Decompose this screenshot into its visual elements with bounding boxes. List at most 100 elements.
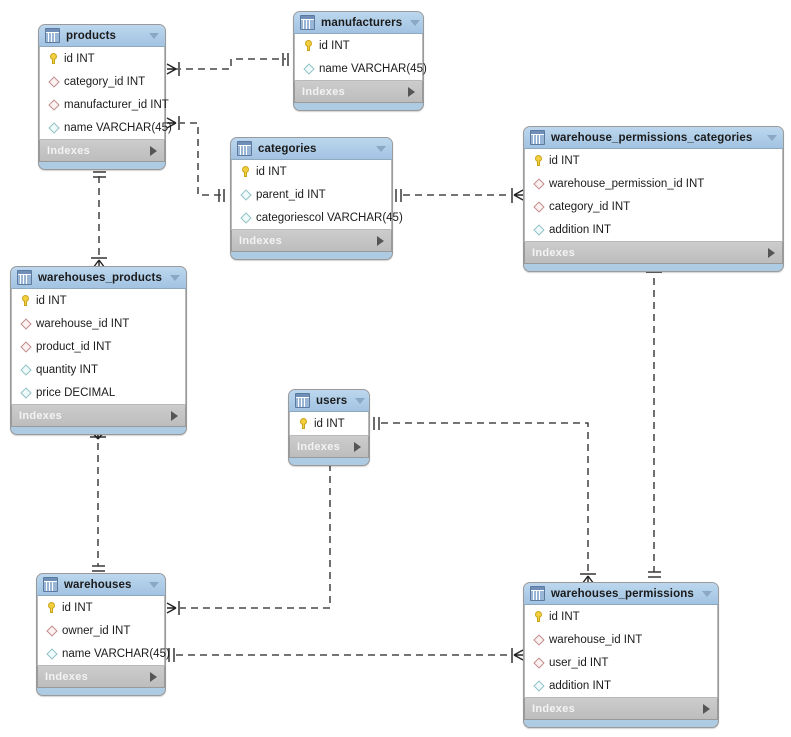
column-row[interactable]: id INT	[12, 289, 185, 312]
column-row[interactable]: warehouse_id INT	[525, 628, 717, 651]
foreign-key-icon	[47, 98, 60, 111]
relationship-warehouses-users[interactable]	[166, 457, 337, 615]
expand-arrow-icon[interactable]	[150, 145, 157, 156]
table-users[interactable]: users id INT Indexes	[288, 389, 370, 466]
column-row[interactable]: addition INT	[525, 218, 782, 241]
table-header-categories[interactable]: categories	[231, 138, 392, 160]
column-row[interactable]: id INT	[40, 47, 164, 70]
primary-key-icon	[532, 611, 545, 622]
primary-key-icon	[19, 295, 32, 306]
column-row[interactable]: id INT	[525, 149, 782, 172]
column-row[interactable]: id INT	[38, 596, 164, 619]
expand-arrow-icon[interactable]	[408, 86, 415, 97]
table-title: categories	[258, 142, 317, 155]
table-warehouses[interactable]: warehouses id INT owner_id INT name VARC…	[36, 573, 170, 696]
primary-key-icon	[297, 418, 310, 429]
indexes-section[interactable]: Indexes	[294, 81, 423, 103]
table-title: products	[66, 29, 116, 42]
indexes-section[interactable]: Indexes	[289, 436, 369, 458]
relationship-categories-wpc[interactable]	[395, 188, 524, 203]
column-row[interactable]: user_id INT	[525, 651, 717, 674]
expand-arrow-icon[interactable]	[354, 441, 361, 452]
column-row[interactable]: name VARCHAR(45)	[295, 57, 427, 80]
relationship-warehouses-permissions[interactable]	[168, 648, 524, 663]
expand-arrow-icon[interactable]	[703, 703, 710, 714]
table-header-users[interactable]: users	[289, 390, 369, 412]
column-label: addition INT	[549, 679, 612, 692]
chevron-down-icon[interactable]	[149, 581, 159, 588]
column-list: id INT warehouse_id INT product_id INT q…	[11, 289, 186, 405]
indexes-section[interactable]: Indexes	[231, 230, 392, 252]
column-row[interactable]: price DECIMAL	[12, 381, 185, 404]
relationship-wpc-warehouses_permissions[interactable]	[646, 262, 662, 578]
indexes-section[interactable]: Indexes	[11, 405, 186, 427]
column-row[interactable]: id INT	[525, 605, 717, 628]
foreign-key-icon	[47, 75, 60, 88]
column-label: parent_id INT	[256, 188, 326, 201]
column-row[interactable]: id INT	[295, 34, 422, 57]
expand-arrow-icon[interactable]	[171, 410, 178, 421]
column-icon	[239, 188, 252, 201]
foreign-key-icon	[532, 200, 545, 213]
relationship-products-warehouses_products[interactable]	[91, 171, 107, 269]
chevron-down-icon[interactable]	[376, 145, 386, 152]
table-header-manufacturers[interactable]: manufacturers	[294, 12, 423, 34]
column-list: id INT owner_id INT name VARCHAR(45)	[37, 596, 170, 666]
table-warehouses-products[interactable]: warehouses_products id INT warehouse_id …	[10, 266, 187, 435]
chevron-down-icon[interactable]	[149, 32, 159, 39]
column-label: id INT	[319, 39, 350, 52]
column-row[interactable]: id INT	[232, 160, 391, 183]
column-row[interactable]: quantity INT	[12, 358, 185, 381]
table-manufacturers[interactable]: manufacturers id INT name VARCHAR(45) In…	[293, 11, 427, 111]
indexes-section[interactable]: Indexes	[524, 242, 783, 264]
table-header-products[interactable]: products	[39, 25, 165, 47]
expand-arrow-icon[interactable]	[150, 671, 157, 682]
column-row[interactable]: name VARCHAR(45)	[38, 642, 170, 665]
relationship-warehouses_products-warehouses[interactable]	[90, 431, 106, 572]
column-row[interactable]: category_id INT	[525, 195, 782, 218]
table-icon	[530, 586, 545, 601]
indexes-label: Indexes	[297, 440, 341, 453]
column-row[interactable]: id INT	[290, 412, 368, 435]
chevron-down-icon[interactable]	[410, 19, 421, 26]
chevron-down-icon[interactable]	[355, 397, 366, 404]
column-row[interactable]: warehouse_permission_id INT	[525, 172, 782, 195]
table-header-warehouses[interactable]: warehouses	[37, 574, 165, 596]
column-list: id INT warehouse_id INT user_id INT addi…	[524, 605, 718, 698]
expand-arrow-icon[interactable]	[377, 235, 384, 246]
column-icon	[19, 363, 32, 376]
table-products[interactable]: products id INT category_id INT manufact…	[38, 24, 172, 170]
foreign-key-icon	[45, 624, 58, 637]
chevron-down-icon[interactable]	[170, 274, 180, 281]
column-label: owner_id INT	[62, 624, 131, 637]
column-row[interactable]: product_id INT	[12, 335, 185, 358]
relationship-products-categories[interactable]	[166, 116, 225, 202]
chevron-down-icon[interactable]	[702, 590, 712, 597]
table-warehouses-permissions[interactable]: warehouses_permissions id INT warehouse_…	[523, 582, 719, 728]
column-row[interactable]: parent_id INT	[232, 183, 391, 206]
relationship-users-warehouses_permissions[interactable]	[373, 417, 596, 585]
table-title: warehouses	[64, 578, 132, 591]
column-row[interactable]: addition INT	[525, 674, 717, 697]
column-row[interactable]: category_id INT	[40, 70, 164, 93]
table-icon	[17, 270, 32, 285]
column-row[interactable]: warehouse_id INT	[12, 312, 185, 335]
column-row[interactable]: name VARCHAR(45)	[40, 116, 172, 139]
indexes-section[interactable]: Indexes	[524, 698, 718, 720]
column-row[interactable]: manufacturer_id INT	[40, 93, 169, 116]
column-row[interactable]: owner_id INT	[38, 619, 164, 642]
table-header-warehouses-permissions[interactable]: warehouses_permissions	[524, 583, 718, 605]
table-header-warehouses-products[interactable]: warehouses_products	[11, 267, 186, 289]
expand-arrow-icon[interactable]	[768, 247, 775, 258]
column-row[interactable]: categoriescol VARCHAR(45)	[232, 206, 403, 229]
column-label: quantity INT	[36, 363, 98, 376]
table-warehouse-permissions-categories[interactable]: warehouse_permissions_categories id INT …	[523, 126, 784, 272]
chevron-down-icon[interactable]	[767, 134, 777, 141]
relationship-products-manufacturers[interactable]	[166, 53, 289, 76]
indexes-label: Indexes	[239, 234, 283, 247]
indexes-section[interactable]: Indexes	[37, 666, 165, 688]
table-header-warehouse-permissions-categories[interactable]: warehouse_permissions_categories	[524, 127, 783, 149]
indexes-section[interactable]: Indexes	[39, 140, 165, 162]
table-categories[interactable]: categories id INT parent_id INT categori…	[230, 137, 403, 260]
